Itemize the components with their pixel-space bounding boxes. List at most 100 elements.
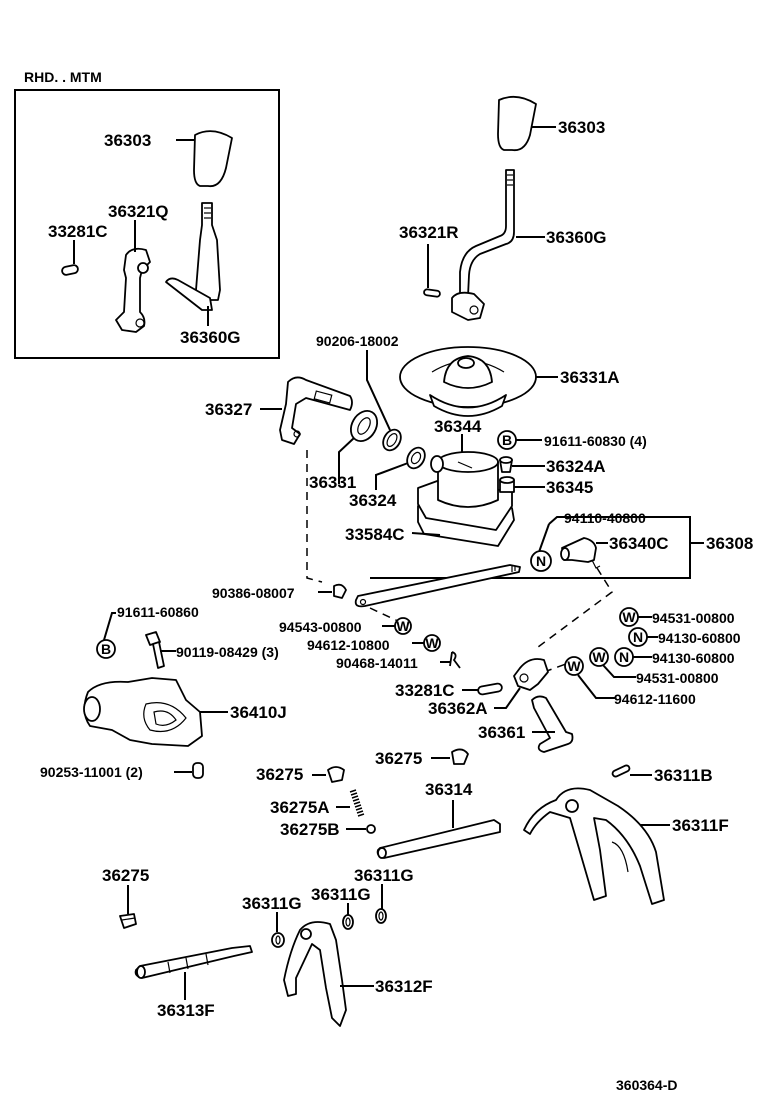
clip-36311B-label[interactable]: 36311B [654, 766, 713, 785]
seal-36331-leader [338, 437, 355, 484]
nut-94110-label[interactable]: 94110-40800 [564, 510, 646, 526]
nut-94130-b-label[interactable]: 94130-60800 [652, 650, 735, 666]
ring-36311G-c[interactable] [271, 932, 285, 948]
bolt-symbol: B [96, 639, 116, 659]
bolt-91611-60860-label[interactable]: 91611-60860 [117, 604, 199, 620]
seal-36324[interactable] [404, 444, 429, 471]
washer-94612-10800-label[interactable]: 94612-10800 [307, 637, 390, 653]
plug-36275-b[interactable] [327, 766, 345, 783]
inset-pin[interactable] [61, 264, 79, 276]
boot[interactable] [399, 346, 537, 417]
lever-36362A[interactable] [513, 658, 549, 691]
shaft-36361[interactable] [531, 695, 574, 753]
bolt-91611-60830-label[interactable]: 91611-60830 (4) [544, 433, 647, 449]
boot-label[interactable]: 36331A [560, 368, 620, 387]
plug-36275-c-label[interactable]: 36275 [102, 866, 149, 885]
fork-36311F[interactable] [523, 787, 665, 905]
inset-title: RHD. . MTM [24, 69, 102, 85]
bushing-36345[interactable] [499, 476, 515, 493]
clip-90386-label[interactable]: 90386-08007 [212, 585, 295, 601]
shift-lever[interactable] [451, 169, 515, 321]
knob-label[interactable]: 36303 [558, 118, 605, 137]
inset-knob[interactable] [193, 130, 233, 188]
dash-link-1 [306, 450, 323, 583]
lever-36327[interactable] [279, 376, 353, 445]
bolt-91611-60860-leader [103, 612, 116, 641]
control-rod[interactable] [354, 564, 521, 608]
washer-94531-b-label[interactable]: 94531-00800 [636, 670, 719, 686]
fork-36311F-label[interactable]: 36311F [672, 816, 729, 835]
pin-33281C-label[interactable]: 33281C [395, 681, 455, 700]
housing-36410J-label[interactable]: 36410J [230, 703, 287, 722]
spring-36275A-label[interactable]: 36275A [270, 798, 330, 817]
seat-36344-label[interactable]: 36344 [434, 417, 482, 436]
nut-94130-a-label[interactable]: 94130-60800 [658, 630, 741, 646]
ball-36275B[interactable] [366, 824, 376, 834]
svg-text:W: W [425, 635, 439, 651]
ring-36311G-b[interactable] [342, 914, 354, 930]
joint-36340C-label[interactable]: 36340C [609, 534, 669, 553]
nut-symbol: N [614, 647, 634, 667]
fork-36312F[interactable] [283, 921, 347, 1027]
fork-36312F-label[interactable]: 36312F [375, 977, 433, 996]
plug-90253[interactable] [192, 762, 204, 779]
shaft-36361-label[interactable]: 36361 [478, 723, 525, 742]
bushing-36324A-label[interactable]: 36324A [546, 457, 606, 476]
inset-lever-label[interactable]: 36360G [180, 328, 241, 347]
pin-90468-label[interactable]: 90468-14011 [336, 655, 418, 671]
clip-90386[interactable] [333, 583, 347, 599]
shaft-36313F-label[interactable]: 36313F [157, 1001, 215, 1020]
bolt-symbol: B [497, 430, 517, 450]
inset-knob-label[interactable]: 36303 [104, 131, 151, 150]
lever-pin-label[interactable]: 36321R [399, 223, 459, 242]
joint-36340C[interactable] [560, 537, 601, 569]
washer-94612-11600-label[interactable]: 94612-11600 [614, 691, 696, 707]
pin-33281C[interactable] [477, 682, 503, 696]
plug-36275-a-label[interactable]: 36275 [375, 749, 422, 768]
ball-36275B-label[interactable]: 36275B [280, 820, 340, 839]
seal-36324-label[interactable]: 36324 [349, 491, 397, 510]
shaft-36314-label[interactable]: 36314 [425, 780, 473, 799]
seal-36331-label[interactable]: 36331 [309, 473, 356, 492]
assy-36308-label[interactable]: 36308 [706, 534, 753, 553]
inset-shift-lever[interactable] [165, 202, 221, 311]
clip-36311B[interactable] [611, 764, 631, 778]
dash-link-3 [369, 607, 401, 623]
ring-36311G-a-label[interactable]: 36311G [354, 866, 414, 885]
shaft-36314[interactable] [376, 819, 501, 859]
lever-36362A-label[interactable]: 36362A [428, 699, 488, 718]
knob[interactable] [497, 95, 537, 152]
svg-text:W: W [622, 609, 636, 625]
seal-90206-label[interactable]: 90206-18002 [316, 333, 399, 349]
plug-36275-b-label[interactable]: 36275 [256, 765, 303, 784]
shift-lever-label[interactable]: 36360G [546, 228, 607, 247]
bushing-36324A[interactable] [499, 456, 513, 473]
ring-36311G-b-label[interactable]: 36311G [311, 885, 371, 904]
plug-36275-a[interactable] [451, 748, 469, 765]
pin-90468[interactable] [449, 651, 461, 669]
housing-36410J[interactable] [83, 677, 203, 747]
retainer-33584C-label[interactable]: 33584C [345, 525, 405, 544]
seal-90206[interactable] [380, 426, 405, 453]
svg-text:N: N [633, 629, 643, 645]
washer-94543-label[interactable]: 94543-00800 [279, 619, 362, 635]
washer-94531-a-label[interactable]: 94531-00800 [652, 610, 735, 626]
ring-36311G-c-label[interactable]: 36311G [242, 894, 302, 913]
bushing-36345-label[interactable]: 36345 [546, 478, 593, 497]
seal-36331[interactable] [346, 406, 383, 446]
inset-retainer[interactable] [115, 247, 151, 333]
lever-36327-label[interactable]: 36327 [205, 400, 252, 419]
washer-symbol: W [394, 617, 412, 635]
ring-36311G-a[interactable] [375, 908, 387, 924]
seat-36344[interactable] [417, 451, 513, 531]
lever-pin[interactable] [423, 288, 441, 298]
svg-text:B: B [101, 641, 111, 657]
shaft-36313F[interactable] [134, 945, 253, 979]
inset-retainer-label[interactable]: 36321Q [108, 202, 169, 221]
bolt-90119[interactable] [145, 631, 165, 669]
inset-pin-label[interactable]: 33281C [48, 222, 108, 241]
plug-90253-label[interactable]: 90253-11001 (2) [40, 764, 143, 780]
spring-36275A[interactable] [349, 789, 365, 817]
bolt-90119-label[interactable]: 90119-08429 (3) [176, 644, 279, 660]
plug-36275-c[interactable] [119, 913, 137, 929]
